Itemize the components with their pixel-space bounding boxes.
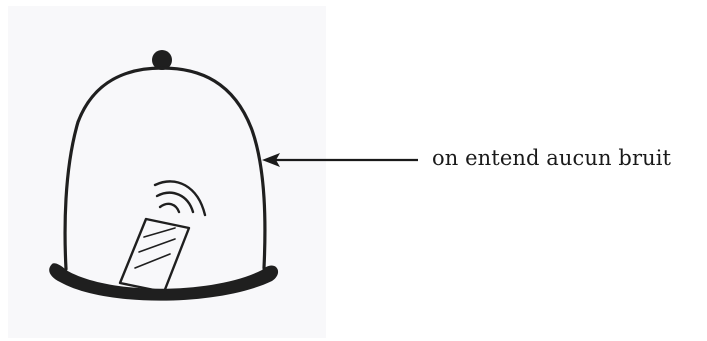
diagram-caption: on entend aucun bruit xyxy=(432,146,671,170)
